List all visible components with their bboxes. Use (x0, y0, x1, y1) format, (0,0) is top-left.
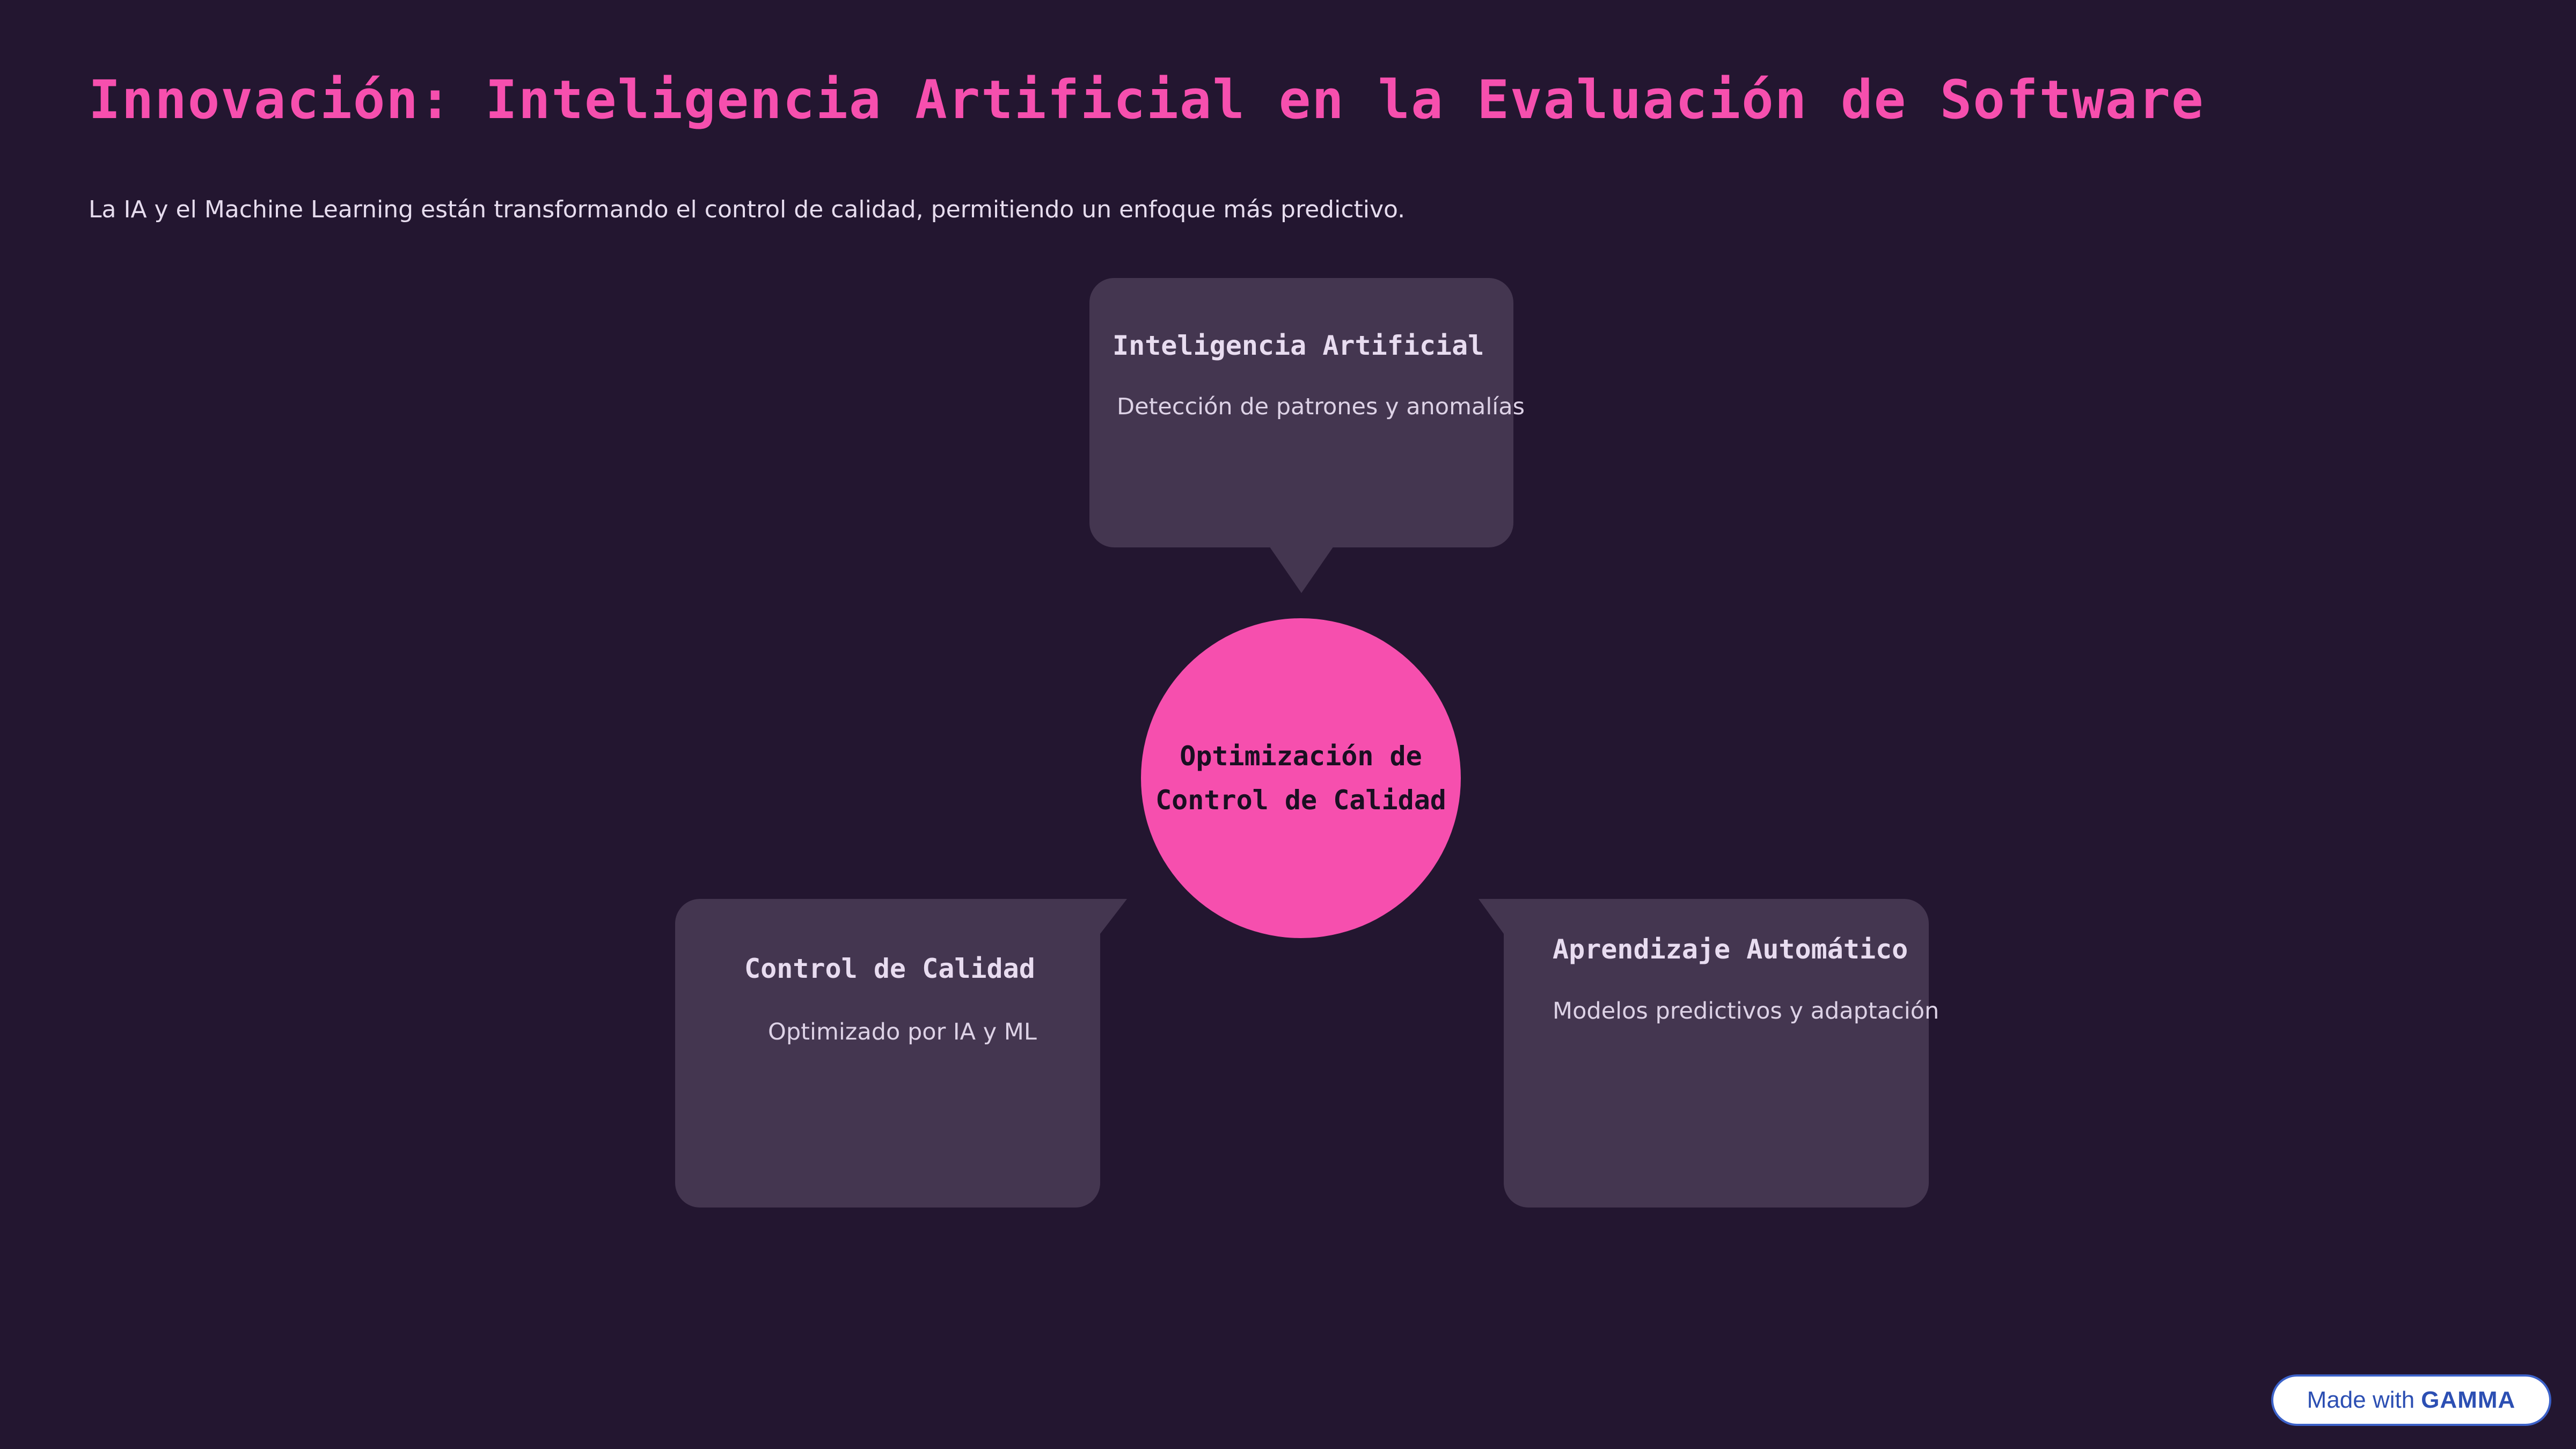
gamma-logo: GAMMA (2421, 1387, 2516, 1413)
center-label: Optimización de Control de Calidad (1141, 618, 1461, 938)
card-left-shape (675, 899, 1127, 1208)
card-right-shape (1479, 899, 1929, 1208)
card-top-shape (1089, 278, 1513, 593)
badge-prefix: Made with (2307, 1387, 2415, 1413)
card-top-title: Inteligencia Artificial (1113, 330, 1484, 361)
made-with-gamma-badge[interactable]: Made with GAMMA (2271, 1374, 2551, 1426)
card-left-title: Control de Calidad (744, 953, 1035, 984)
center-label-text: Optimización de Control de Calidad (1155, 741, 1446, 816)
card-left-desc: Optimizado por IA y ML (768, 1019, 1037, 1045)
card-right-desc: Modelos predictivos y adaptación (1553, 998, 1940, 1024)
card-top-desc: Detección de patrones y anomalías (1117, 393, 1525, 420)
card-right-title: Aprendizaje Automático (1553, 934, 1908, 965)
page-title: Innovación: Inteligencia Artificial en l… (89, 69, 2205, 131)
page-subtitle: La IA y el Machine Learning están transf… (89, 196, 1406, 223)
center-circle (1141, 618, 1461, 938)
